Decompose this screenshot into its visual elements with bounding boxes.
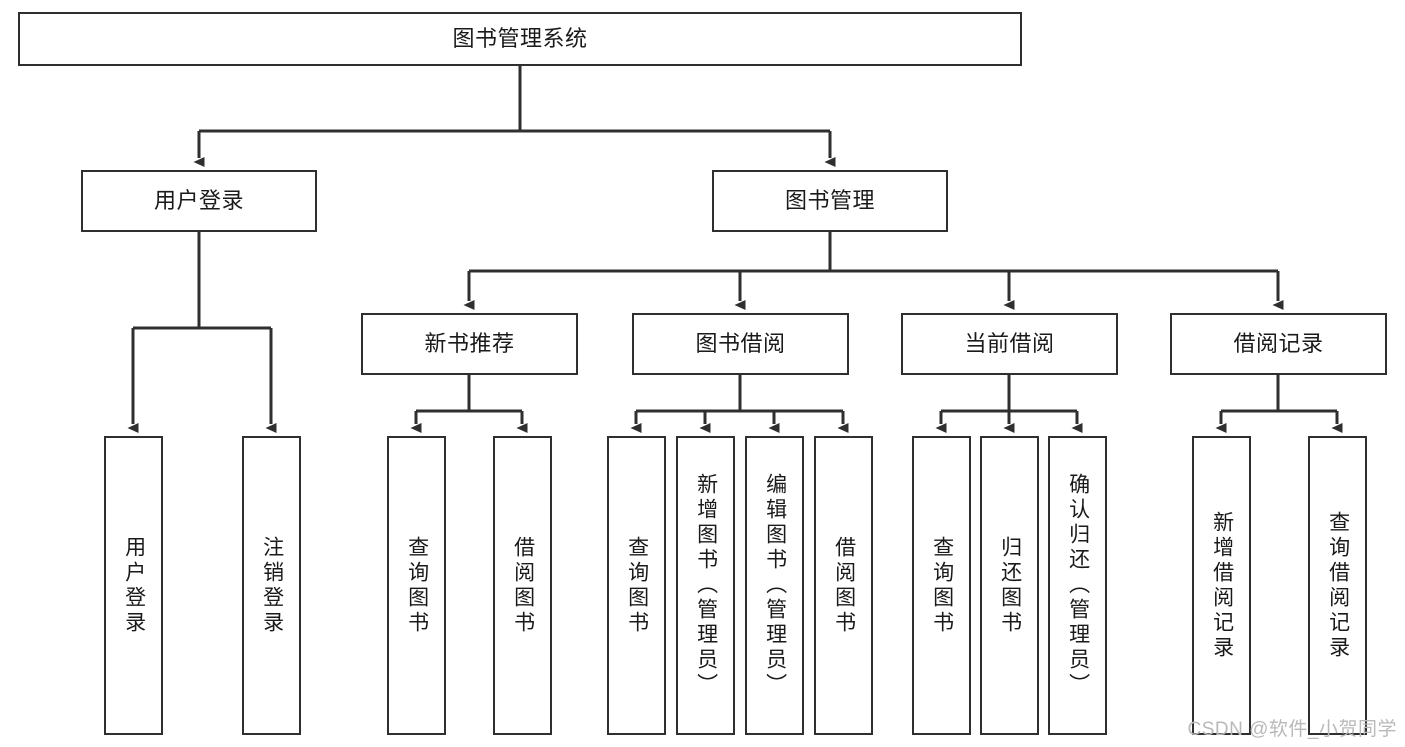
node-leaf-edit-book[interactable]: 编辑图书（管理员） <box>745 436 804 735</box>
node-new-book-rec-label: 新书推荐 <box>424 331 515 357</box>
node-user-login[interactable]: 用户登录 <box>81 170 317 232</box>
node-leaf-confirm-return-label: 确认归还（管理员） <box>1066 473 1090 698</box>
node-leaf-logout[interactable]: 注销登录 <box>242 436 301 735</box>
node-leaf-user-login-label: 用户登录 <box>122 535 146 636</box>
node-leaf-query-book-3[interactable]: 查询图书 <box>912 436 971 735</box>
node-root-label: 图书管理系统 <box>452 26 588 52</box>
node-leaf-query-book-2[interactable]: 查询图书 <box>607 436 666 735</box>
node-leaf-user-login[interactable]: 用户登录 <box>104 436 163 735</box>
node-current-borrow-label: 当前借阅 <box>964 331 1055 357</box>
node-book-manage-label: 图书管理 <box>784 188 875 214</box>
node-leaf-query-book-3-label: 查询图书 <box>930 535 954 636</box>
node-leaf-confirm-return[interactable]: 确认归还（管理员） <box>1048 436 1107 735</box>
node-leaf-add-record-label: 新增借阅记录 <box>1210 510 1234 661</box>
node-book-manage[interactable]: 图书管理 <box>712 170 948 232</box>
node-leaf-query-book-1-label: 查询图书 <box>405 535 429 636</box>
node-leaf-borrow-book-1[interactable]: 借阅图书 <box>493 436 552 735</box>
node-leaf-query-record-label: 查询借阅记录 <box>1326 510 1350 661</box>
node-root[interactable]: 图书管理系统 <box>18 12 1022 66</box>
node-new-book-rec[interactable]: 新书推荐 <box>361 313 578 375</box>
node-leaf-return-book-label: 归还图书 <box>998 535 1022 636</box>
node-leaf-borrow-book-2-label: 借阅图书 <box>832 535 856 636</box>
node-leaf-query-record[interactable]: 查询借阅记录 <box>1308 436 1367 735</box>
node-leaf-add-record[interactable]: 新增借阅记录 <box>1192 436 1251 735</box>
node-leaf-edit-book-label: 编辑图书（管理员） <box>763 473 787 698</box>
node-current-borrow[interactable]: 当前借阅 <box>901 313 1118 375</box>
node-leaf-return-book[interactable]: 归还图书 <box>980 436 1039 735</box>
node-leaf-borrow-book-1-label: 借阅图书 <box>511 535 535 636</box>
node-leaf-logout-label: 注销登录 <box>260 535 284 636</box>
node-leaf-borrow-book-2[interactable]: 借阅图书 <box>814 436 873 735</box>
node-borrow-record-label: 借阅记录 <box>1233 331 1324 357</box>
node-book-borrow[interactable]: 图书借阅 <box>632 313 849 375</box>
node-leaf-add-book-label: 新增图书（管理员） <box>694 473 718 698</box>
node-leaf-add-book[interactable]: 新增图书（管理员） <box>676 436 735 735</box>
node-user-login-label: 用户登录 <box>153 188 244 214</box>
node-leaf-query-book-2-label: 查询图书 <box>625 535 649 636</box>
node-leaf-query-book-1[interactable]: 查询图书 <box>387 436 446 735</box>
node-borrow-record[interactable]: 借阅记录 <box>1170 313 1387 375</box>
node-book-borrow-label: 图书借阅 <box>695 331 786 357</box>
